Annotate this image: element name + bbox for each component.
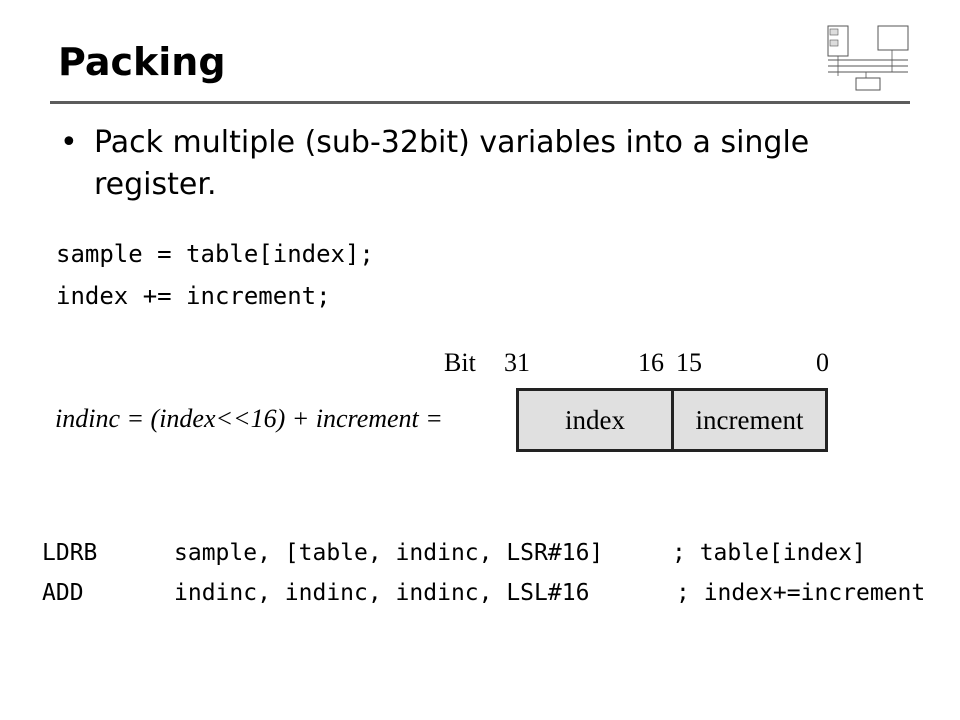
- asm-line: ADD indinc, indinc, indinc, LSL#16 ; ind…: [42, 580, 925, 710]
- asm-comment: ; table[index]: [672, 540, 866, 566]
- cpu-diagram-thumbnail-icon: [827, 25, 909, 91]
- bit-31-label: 31: [504, 348, 530, 377]
- c-code-line: index += increment;: [56, 282, 331, 310]
- packing-equation: indinc = (index<<16) + increment =: [55, 404, 443, 433]
- asm-operands: sample, [table, indinc, LSR#16]: [174, 540, 604, 566]
- asm-opcode: LDRB: [42, 540, 98, 566]
- register-box: index increment: [516, 388, 828, 452]
- bit-0-label: 0: [816, 348, 829, 377]
- asm-operands: indinc, indinc, indinc, LSL#16: [174, 580, 590, 606]
- bit-16-label: 16: [638, 348, 664, 377]
- bullet-dot-icon: •: [60, 125, 78, 160]
- bit-label: Bit: [444, 348, 476, 377]
- slide-title: Packing: [58, 40, 226, 84]
- bit-15-label: 15: [676, 348, 702, 377]
- asm-opcode: ADD: [42, 580, 84, 606]
- bullet-item: • Pack multiple (sub-32bit) variables in…: [60, 122, 910, 206]
- asm-line: LDRB sample, [table, indinc, LSR#16] ; t…: [42, 540, 866, 670]
- bullet-text: Pack multiple (sub-32bit) variables into…: [94, 125, 810, 202]
- c-code-line: sample = table[index];: [56, 240, 374, 268]
- title-divider: [50, 101, 910, 104]
- asm-comment: ; index+=increment: [676, 580, 926, 606]
- register-upper-field: index: [519, 391, 674, 449]
- register-lower-field: increment: [695, 404, 804, 435]
